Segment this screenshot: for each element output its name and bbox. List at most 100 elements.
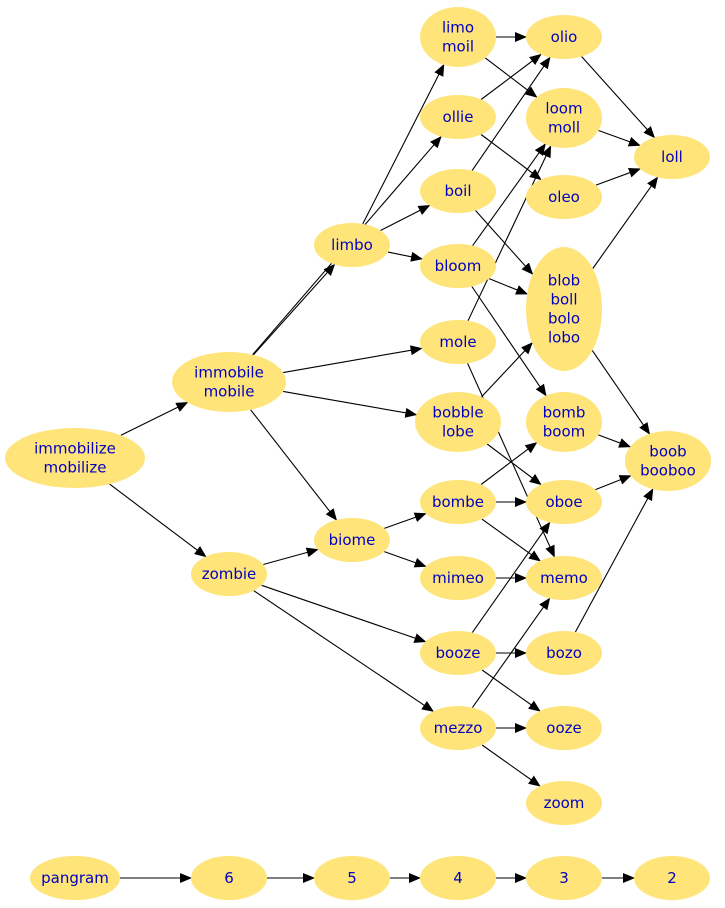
node-label: bloom [435,257,482,275]
node-label: booze [436,644,481,662]
node-label: pangram [41,869,109,887]
node-shape-loll [634,135,710,179]
edge-limbo-to-boil [380,205,431,231]
node-label: loll [661,148,683,166]
node-label: lobe [442,423,474,441]
node-r3: 3 [526,856,602,900]
node-shape-zombie [191,552,267,596]
node-memo: memo [526,556,602,600]
edge-boil-to-blob [475,210,534,275]
node-shape-ollie [420,95,496,139]
node-label: limo [442,19,474,37]
node-loll: loll [634,135,710,179]
node-shape-bobble [415,392,501,452]
node-shape-memo [526,556,602,600]
nodes-layer: immobilizemobilizeimmobilemobilezombieli… [5,7,711,900]
edge-immobile-to-limbo [252,263,336,356]
node-limbo: limbo [314,223,390,267]
node-r2: 2 [634,856,710,900]
node-r4: 4 [420,856,496,900]
edge-bloom-to-loom [472,143,546,247]
node-shape-boob [625,431,711,491]
node-label: mobile [204,383,255,401]
node-r6: 6 [191,856,267,900]
node-shape-bomb [526,392,602,452]
node-shape-r6 [191,856,267,900]
node-label: limbo [331,236,373,254]
node-label: boll [550,291,577,309]
edge-boil-to-olio [471,56,551,171]
edge-zombie-to-booze [261,584,427,643]
node-bozo: bozo [526,631,602,675]
node-oleo: oleo [526,175,602,219]
node-label: zoom [544,794,585,812]
edge-immobile-to-biome [250,409,338,521]
edge-biome-to-bombe [384,512,427,529]
node-label: bomb [543,404,586,422]
node-label: memo [540,569,588,587]
edge-loom-to-loll [598,129,641,147]
node-label: ollie [443,108,474,126]
node-label: olio [551,28,578,46]
edge-blob-to-boob [591,350,651,435]
edge-bloom-to-blob [488,278,529,295]
node-label: moll [548,119,580,137]
node-label: lobo [548,329,580,347]
node-label: 2 [667,869,677,887]
node-label: mole [439,333,476,351]
node-shape-r5 [314,856,390,900]
node-shape-bombe [420,480,496,524]
node-label: 4 [453,869,463,887]
edge-blob-to-loll [592,176,659,269]
node-pangram: pangram [30,856,120,900]
edge-mezzo-to-zoom [481,744,541,787]
node-shape-boil [420,169,496,213]
node-shape-ooze [526,706,602,750]
node-shape-mezzo [420,706,496,750]
node-label: mimeo [432,569,484,587]
edge-immobile-to-bobble [283,390,418,418]
node-label: blob [548,272,580,290]
node-label: 5 [347,869,357,887]
edge-oleo-to-loll [595,168,641,186]
node-label: bobble [432,404,483,422]
node-shape-biome [314,518,390,562]
node-label: boob [649,443,686,461]
edge-immobilize-to-zombie [109,483,207,558]
node-label: bombe [432,493,484,511]
node-shape-r4 [420,856,496,900]
node-shape-booze [420,631,496,675]
node-shape-immobilize [5,428,145,488]
node-olio: olio [526,15,602,59]
edge-mole-to-memo [467,363,555,558]
node-shape-limbo [314,223,390,267]
node-bloom: bloom [420,244,496,288]
node-shape-blob [526,247,602,371]
node-label: mezzo [434,719,483,737]
node-mole: mole [420,320,496,364]
node-zombie: zombie [191,552,267,596]
node-shape-pangram [30,856,120,900]
edge-bombe-to-bomb [480,442,538,485]
node-shape-immobile [172,352,286,412]
edge-limbo-to-limo [362,63,445,225]
edge-oboe-to-boob [595,475,632,491]
node-label: immobilize [34,440,116,458]
edge-bombe-to-memo [481,518,541,562]
edge-booze-to-ooze [481,669,541,712]
node-shape-bloom [420,244,496,288]
edge-mezzo-to-memo [471,597,551,708]
node-label: 6 [224,869,234,887]
node-label: booboo [640,462,696,480]
node-label: oboe [545,493,582,511]
node-label: boil [444,182,471,200]
node-mezzo: mezzo [420,706,496,750]
node-shape-mimeo [420,556,496,600]
edge-ollie-to-oleo [480,134,542,181]
